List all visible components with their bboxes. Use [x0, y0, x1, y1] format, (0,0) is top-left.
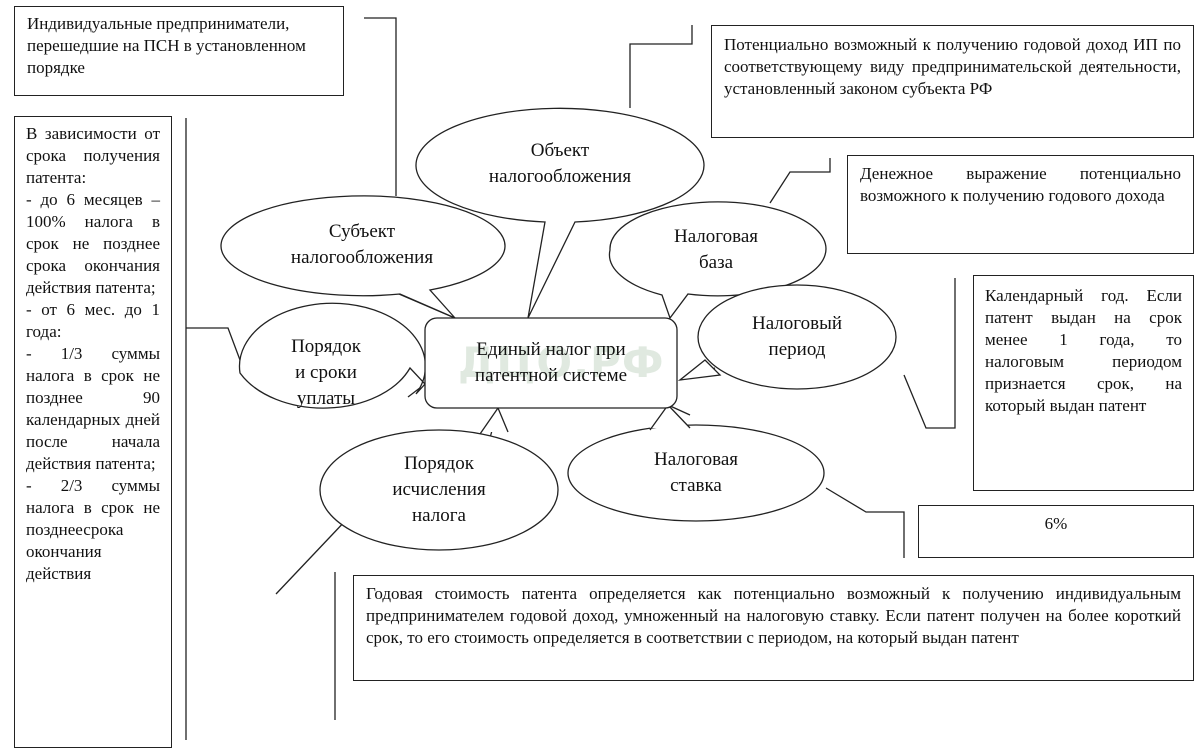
ellipse-calc [319, 429, 559, 551]
calc-definition-box: Годовая стоимость патента определяется к… [353, 575, 1194, 681]
payment-definition-box: В зависимости от срока получения патента… [14, 116, 172, 748]
ellipse-payment [238, 302, 427, 409]
base-definition-box: Денежное выражение потенциально возможно… [847, 155, 1194, 254]
ellipse-period [697, 284, 897, 390]
subject-definition-box: Индивидуальные предприниматели, перешедш… [14, 6, 344, 96]
ellipse-period-tail [677, 359, 722, 381]
ellipse-object [415, 107, 705, 319]
period-definition-box: Календарный год. Если патент выдан на ср… [973, 275, 1194, 491]
rate-definition-box: 6% [918, 505, 1194, 558]
watermark-logo: ДЦО.РФ [458, 338, 665, 387]
center-box [424, 317, 678, 409]
ellipse-rate [567, 424, 825, 522]
center-title: Единый налог при патентной системе [474, 339, 628, 386]
ellipse-rate-tail [650, 405, 690, 428]
object-definition-box: Потенциально возможный к получению годов… [711, 25, 1194, 138]
ellipse-subject [220, 195, 506, 319]
ellipse-calc-tail [480, 408, 508, 432]
